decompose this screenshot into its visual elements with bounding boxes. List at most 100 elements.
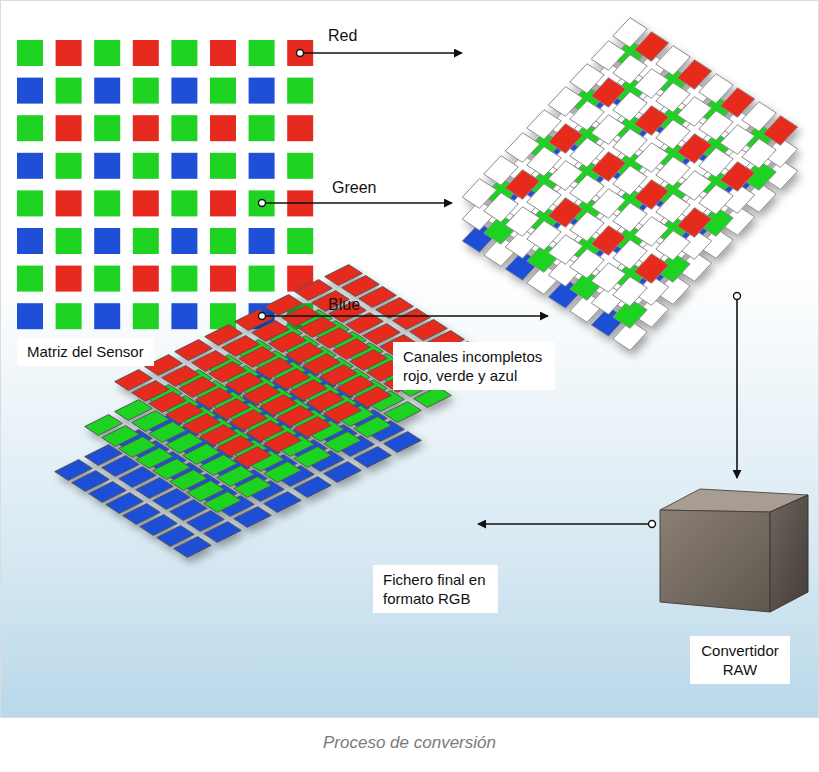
sensor-cell: [171, 78, 197, 104]
diagram-node: Convertidor RAW: [648, 478, 814, 690]
channel-stack: [462, 18, 797, 351]
connector-dot: [734, 293, 741, 300]
grid-cell: [234, 447, 272, 468]
connector-dot: [297, 50, 304, 57]
sensor-cell: [17, 190, 43, 216]
sensor-cell: [17, 228, 43, 254]
sensor-cell: [249, 266, 275, 292]
connector-dot: [259, 313, 266, 320]
arrow-connector: [259, 200, 453, 207]
sensor-cell: [171, 190, 197, 216]
grid-cell: [354, 447, 392, 468]
sensor-cell: [17, 78, 43, 104]
grid-cell: [354, 417, 392, 438]
sensor-cell: [171, 115, 197, 141]
sensor-cell: [17, 266, 43, 292]
sensor-cell: [56, 190, 82, 216]
grid-cell: [677, 208, 711, 238]
connector-line: [736, 296, 738, 478]
sensor-cell: [133, 153, 159, 179]
sensor-cell: [17, 153, 43, 179]
sensor-cell: [210, 115, 236, 141]
channel-label: Red: [326, 27, 359, 45]
grid-cell: [264, 492, 302, 513]
figure-caption: Proceso de conversión: [0, 733, 819, 753]
sensor-cell: [56, 228, 82, 254]
sensor-cell: [210, 190, 236, 216]
grid-cell: [384, 402, 422, 423]
sensor-cell: [249, 40, 275, 66]
sensor-cell: [133, 228, 159, 254]
node-label: Convertidor RAW: [690, 636, 790, 684]
grid-cell: [324, 432, 362, 453]
node-label: Fichero final en formato RGB: [373, 565, 498, 613]
sensor-cell: [249, 115, 275, 141]
sensor-cell: [210, 228, 236, 254]
sensor-cell: [249, 78, 275, 104]
sensor-cell: [287, 78, 313, 104]
grid-cell: [234, 507, 272, 528]
sensor-cell: [133, 40, 159, 66]
sensor-cell: [287, 228, 313, 254]
sensor-cell: [56, 266, 82, 292]
connector-line: [262, 202, 452, 204]
channel-layer: [462, 62, 797, 351]
grid-cell: [204, 492, 242, 513]
sensor-cell: [94, 40, 120, 66]
sensor-cell: [210, 266, 236, 292]
sensor-cell: [210, 153, 236, 179]
bayer-matrix: [17, 40, 313, 329]
sensor-cell: [171, 40, 197, 66]
sensor-cell: [210, 40, 236, 66]
cube-side: [770, 495, 808, 612]
grid-cell: [294, 477, 332, 498]
sensor-cell: [133, 190, 159, 216]
sensor-cell: [287, 153, 313, 179]
arrow-connector: [734, 293, 741, 479]
grid-cell: [763, 116, 797, 146]
node-text: Convertidor RAW: [700, 641, 780, 679]
grid-cell: [384, 432, 422, 453]
grid-cell: [613, 277, 647, 307]
grid-cell: [699, 185, 733, 215]
grid-cell: [634, 254, 668, 284]
sensor-cell: [17, 303, 43, 329]
channel-layer: [462, 40, 797, 329]
arrow-connector: [297, 50, 463, 57]
diagram-node: Matriz del Sensor: [12, 25, 322, 377]
grid-cell: [742, 139, 776, 169]
converter-cube: [660, 489, 808, 612]
grid-cell: [354, 387, 392, 408]
node-label: Matriz del Sensor: [17, 337, 154, 366]
node-label: Canales incompletos rojo, verde y azul: [393, 342, 555, 390]
node-text: Fichero final en formato RGB: [383, 570, 488, 608]
channel-label: Green: [330, 179, 378, 197]
sensor-cell: [17, 115, 43, 141]
grid-cell: [204, 522, 242, 543]
sensor-cell: [210, 303, 236, 329]
sensor-cell: [94, 266, 120, 292]
grid-cell: [656, 231, 690, 261]
sensor-cell: [171, 266, 197, 292]
sensor-cell: [56, 78, 82, 104]
sensor-cell: [171, 228, 197, 254]
grid-cell: [294, 447, 332, 468]
grid-cell: [720, 162, 754, 192]
rgb-stack: [55, 265, 482, 558]
connector-dot: [649, 521, 656, 528]
sensor-cell: [249, 228, 275, 254]
connector-line: [478, 523, 652, 525]
sensor-cell: [17, 40, 43, 66]
sensor-cell: [94, 228, 120, 254]
sensor-cell: [210, 78, 236, 104]
grid-cell: [264, 432, 302, 453]
grid-cell: [324, 402, 362, 423]
channel-label: Blue: [326, 296, 362, 314]
sensor-cell: [94, 190, 120, 216]
cube-front: [660, 510, 770, 612]
sensor-cell: [56, 40, 82, 66]
sensor-cell: [133, 266, 159, 292]
sensor-cell: [94, 153, 120, 179]
sensor-cell: [94, 78, 120, 104]
diagram-node: Canales incompletos rojo, verde y azul: [388, 8, 813, 403]
